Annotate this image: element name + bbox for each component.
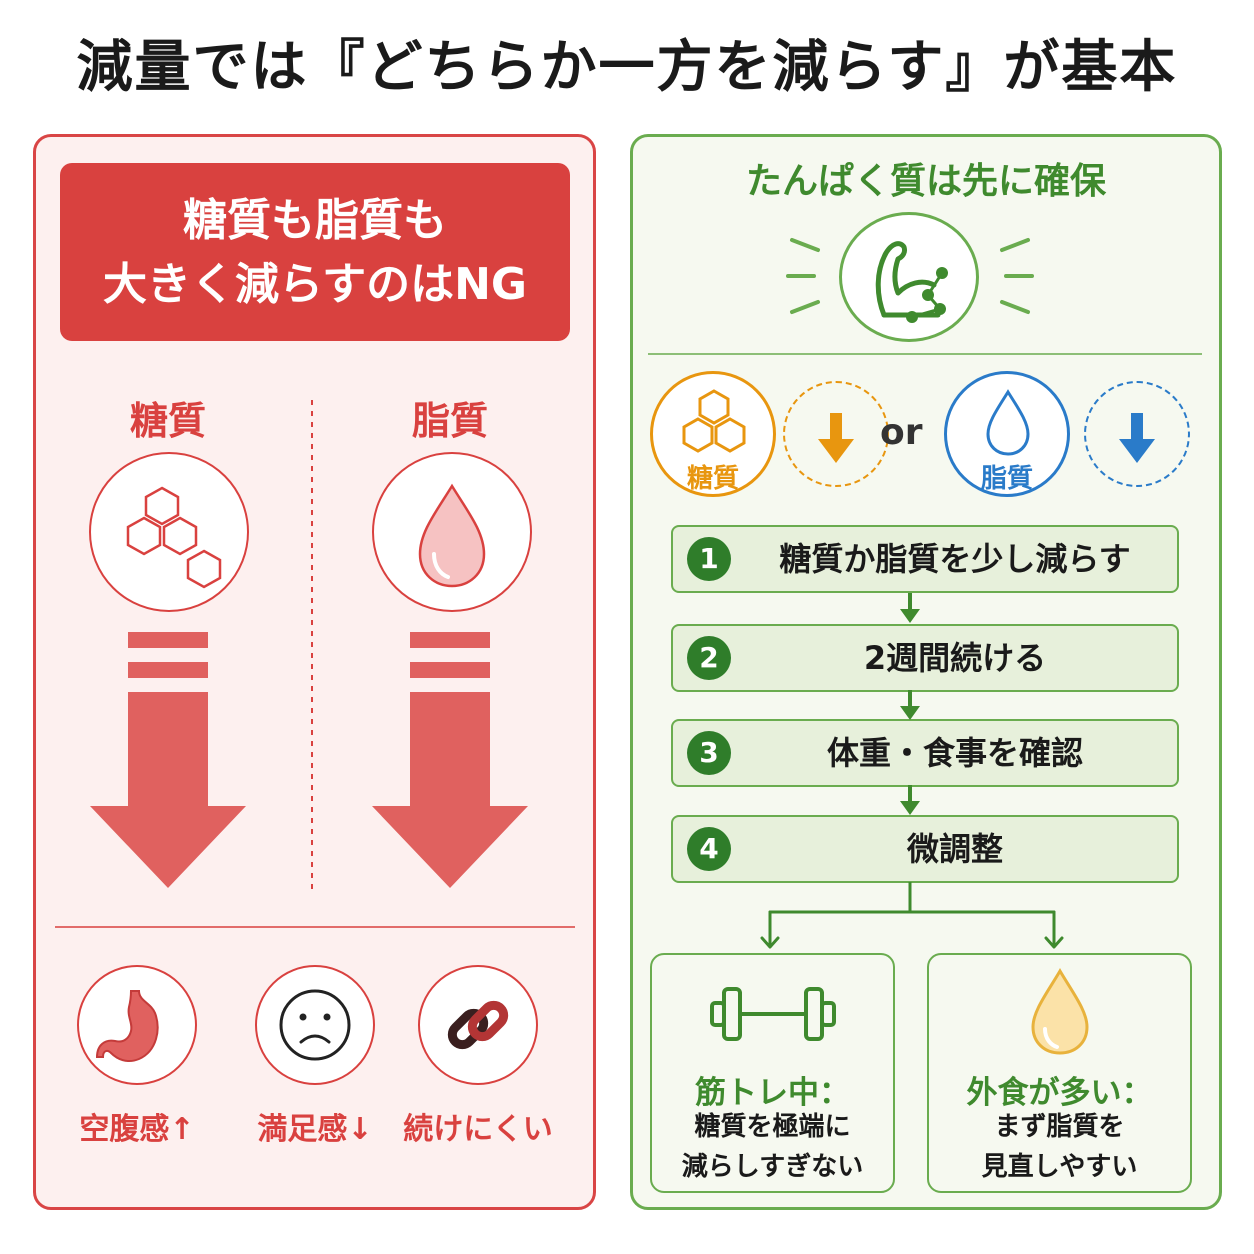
- card-strength-training: 筋トレ中： 糖質を極端に 減らしすぎない: [650, 953, 895, 1193]
- carb-decrease-circle: [783, 381, 889, 487]
- step-arrow-1: [900, 593, 920, 623]
- carb-choice-circle: 糖質: [650, 371, 776, 497]
- card-eating-out-line1: まず脂質を: [994, 1112, 1125, 1142]
- card-eating-out-body: まず脂質を 見直しやすい: [929, 1107, 1190, 1187]
- card-strength-line1: 糖質を極端に: [694, 1112, 851, 1142]
- ng-banner: 糖質も脂質も 大きく減らすのはNG: [60, 163, 570, 341]
- fat-choice-label: 脂質: [980, 464, 1033, 494]
- hunger-label: 空腹感↑: [79, 1112, 195, 1147]
- column-divider: [311, 400, 313, 890]
- carb-column-label: 糖質: [129, 399, 206, 443]
- card-strength-line2: 減らしすぎない: [681, 1152, 864, 1182]
- carb-down-arrow: [90, 632, 246, 888]
- dumbbell-icon: [710, 987, 836, 1041]
- carb-choice-label: 糖質: [686, 464, 739, 494]
- fat-down-arrow: [372, 632, 528, 888]
- fat-column-label: 脂質: [411, 399, 488, 443]
- chain-link-icon: [447, 1000, 509, 1050]
- left-separator: [55, 926, 575, 928]
- step-2: 2 2週間続ける: [671, 624, 1179, 692]
- flexed-arm-icon: [875, 241, 948, 323]
- satisfaction-circle: [255, 965, 375, 1085]
- stomach-icon: [95, 990, 159, 1063]
- protein-title: たんぱく質は先に確保: [745, 161, 1106, 202]
- step-arrow-3: [900, 785, 920, 815]
- carb-hexagon-icon: [682, 389, 746, 453]
- card-eating-out-line2: 見直しやすい: [981, 1152, 1138, 1182]
- step-3: 3 体重・食事を確認: [671, 719, 1179, 787]
- step-1-number: 1: [687, 537, 731, 581]
- step-4: 4 微調整: [671, 815, 1179, 883]
- satisfaction-label: 満足感↓: [257, 1112, 373, 1147]
- right-separator: [648, 353, 1202, 355]
- sad-face-icon: [279, 989, 351, 1061]
- or-text: or: [880, 412, 923, 453]
- step-3-text: 体重・食事を確認: [826, 734, 1083, 772]
- fat-choice-circle: 脂質: [944, 371, 1070, 497]
- sustain-label: 続けにくい: [403, 1112, 553, 1147]
- orange-down-arrow-icon: [818, 413, 854, 463]
- blue-down-arrow-icon: [1119, 413, 1155, 463]
- card-eating-out: 外食が多い： まず脂質を 見直しやすい: [927, 953, 1192, 1193]
- oil-drop-icon: [1031, 968, 1089, 1055]
- carb-circle: [89, 452, 249, 612]
- fat-choice-drop-icon: [986, 389, 1030, 456]
- step-1-text: 糖質か脂質を少し減らす: [779, 540, 1131, 578]
- fat-circle: [372, 452, 532, 612]
- hunger-circle: [77, 965, 197, 1085]
- fat-drop-icon: [418, 483, 486, 588]
- card-strength-body: 糖質を極端に 減らしすぎない: [652, 1107, 893, 1187]
- muscle-circle: [839, 212, 979, 342]
- page-title: 減量では『どちらか一方を減らす』が基本: [76, 35, 1178, 100]
- step-1: 1 糖質か脂質を少し減らす: [671, 525, 1179, 593]
- step-4-number: 4: [687, 827, 731, 871]
- branch-connector: [760, 882, 1064, 949]
- ng-banner-line2: 大きく減らすのはNG: [102, 259, 528, 310]
- step-2-text: 2週間続ける: [863, 639, 1047, 677]
- sustain-circle: [418, 965, 538, 1085]
- step-4-text: 微調整: [906, 830, 1003, 868]
- card-eating-out-heading: 外食が多い：: [966, 1075, 1153, 1111]
- fat-decrease-circle: [1084, 381, 1190, 487]
- step-3-number: 3: [687, 731, 731, 775]
- ng-banner-line1: 糖質も脂質も: [183, 195, 447, 246]
- hexagon-molecule-icon: [126, 486, 222, 589]
- card-strength-heading: 筋トレ中：: [695, 1075, 850, 1111]
- step-arrow-2: [900, 690, 920, 720]
- muscle-rays: [786, 238, 1034, 314]
- step-2-number: 2: [687, 636, 731, 680]
